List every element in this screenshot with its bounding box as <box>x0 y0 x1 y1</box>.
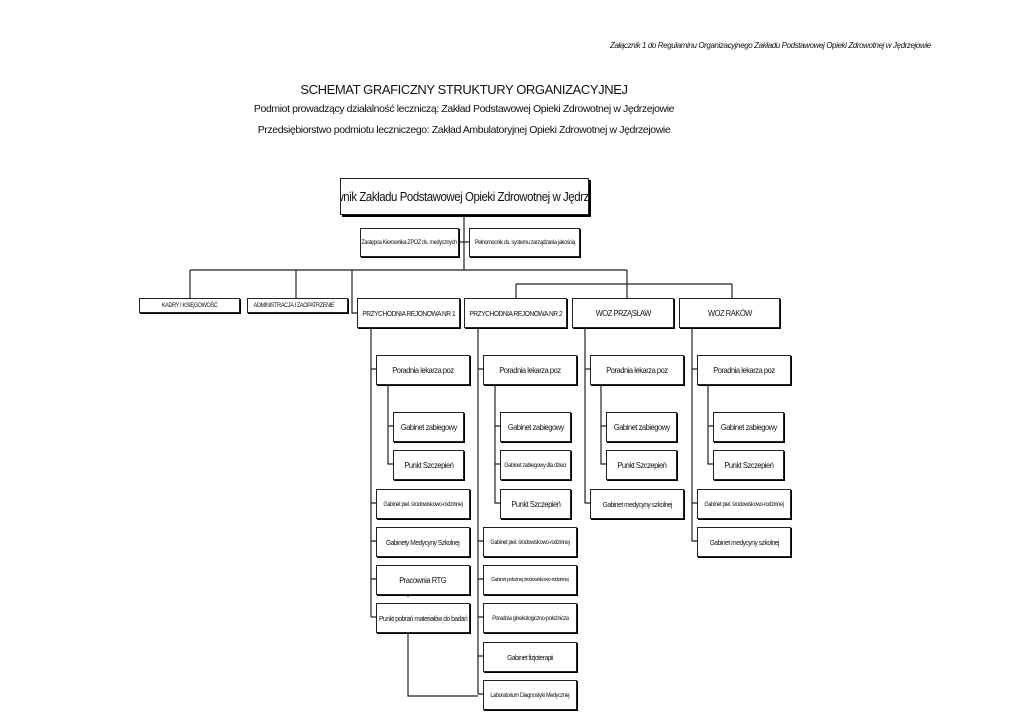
p2-unit: Gabinet fizjoterapii <box>483 642 577 672</box>
p1-unit: Poradnia lekarza poz <box>376 355 470 385</box>
unit-woz-rakow: WOZ RAKÓW <box>679 298 780 328</box>
woz2-unit: Gabinet piel. środowiskowo-rodzinnej <box>697 489 791 519</box>
p2-unit: Gabinet położnej środowiskowo-rodzinnej <box>483 565 577 595</box>
subtitle-entity: Podmiot prowadzący działalność leczniczą… <box>253 103 675 115</box>
p2-unit: Gabinet piel. środowiskowo-rodzinnej <box>483 527 577 557</box>
page-title: SCHEMAT GRAFICZNY STRUKTURY ORGANIZACYJN… <box>300 82 628 97</box>
p1-unit: Gabinet zabiegowy <box>393 412 464 442</box>
subtitle-enterprise: Przedsiębiorstwo podmiotu leczniczego: Z… <box>257 124 671 136</box>
p2-unit: Poradnia ginekologiczno-położnicza <box>483 603 577 633</box>
p1-unit: Gabinet piel. środowiskowo-rodzinnej <box>376 489 470 519</box>
unit-admin: ADMINISTRACJA I ZAOPATRZENIE <box>247 298 348 313</box>
woz2-unit: Poradnia lekarza poz <box>697 355 791 385</box>
p2-unit: Gabinet zabiegowy dla dzieci <box>500 450 571 480</box>
woz2-unit: Gabinet zabiegowy <box>713 412 784 442</box>
p1-unit: Gabinety Medycyny Szkolnej <box>376 527 470 557</box>
head-box: Kierownik Zakładu Podstawowej Opieki Zdr… <box>340 178 589 215</box>
woz1-unit: Poradnia lekarza poz <box>590 355 684 385</box>
p1-unit: Punkt Szczepień <box>393 450 464 480</box>
p1-unit: Pracownia RTG <box>376 565 470 595</box>
woz1-unit: Gabinet zabiegowy <box>606 412 677 442</box>
annex-note: Załącznik 1 do Regulaminu Organizacyjneg… <box>610 41 931 50</box>
quality-box: Pełnomocnik ds. systemu zarządzania jako… <box>469 228 580 257</box>
woz2-unit: Punkt Szczepień <box>713 450 784 480</box>
p1-unit: Punkt pobrań materiałów do badań <box>376 603 470 633</box>
unit-p1: PRZYCHODNIA REJONOWA NR 1 <box>357 298 460 328</box>
woz1-unit: Gabinet medycyny szkolnej <box>590 489 684 519</box>
deputy-box: Zastępca Kierownika ZPOZ ds. medycznych <box>360 228 459 257</box>
p2-unit: Punkt Szczepień <box>500 489 571 519</box>
unit-hr: KADRY I KSIĘGOWOŚĆ <box>139 298 240 313</box>
woz2-unit: Gabinet medycyny szkolnej <box>697 527 791 557</box>
p2-unit: Poradnia lekarza poz <box>483 355 577 385</box>
woz1-unit: Punkt Szczepień <box>606 450 677 480</box>
unit-p2: PRZYCHODNIA REJONOWA NR 2 <box>464 298 567 328</box>
p2-unit: Gabinet zabiegowy <box>500 412 571 442</box>
unit-woz-przeslaw: WOZ PRZĄSŁAW <box>572 298 674 328</box>
p2-unit: Laboratorium Diagnostyki Medycznej <box>483 680 577 710</box>
